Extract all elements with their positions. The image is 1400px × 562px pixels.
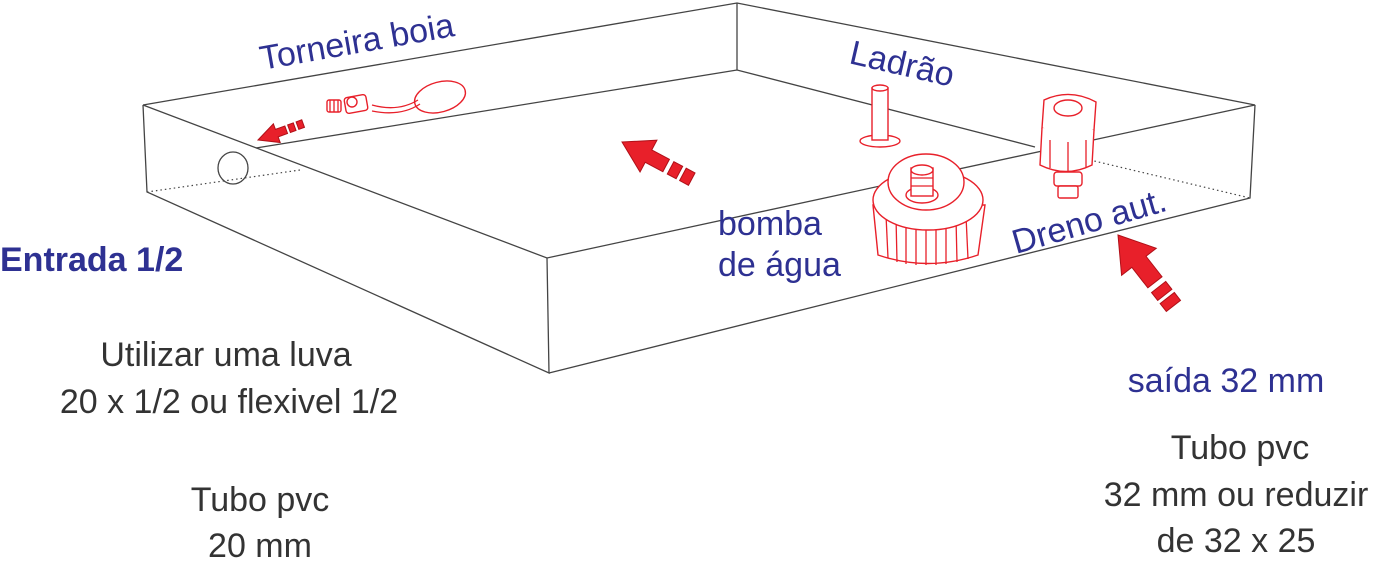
tank-left-wall xyxy=(142,104,550,375)
inlet-hole xyxy=(217,151,249,185)
label-bomba-line2: de água xyxy=(718,246,841,284)
overflow-pipe-icon xyxy=(859,84,901,148)
label-tubo20-line1: Tubo pvc xyxy=(191,481,330,519)
tank-right-wall xyxy=(548,104,1256,374)
label-entrada: Entrada 1/2 xyxy=(0,241,183,279)
label-tubo32-line1: Tubo pvc xyxy=(1171,429,1310,467)
label-luva-line1: Utilizar uma luva xyxy=(100,336,351,374)
center-flow-arrow-icon xyxy=(621,139,696,186)
float-valve-icon xyxy=(326,80,467,115)
tank-box xyxy=(142,2,1256,375)
tank-hidden-bottom-right xyxy=(1089,159,1251,199)
label-luva-line2: 20 x 1/2 ou flexivel 1/2 xyxy=(60,383,398,421)
water-pump-icon xyxy=(872,153,986,265)
label-tubo32-line2: 32 mm ou reduzir xyxy=(1104,476,1369,514)
inlet-arrow-icon xyxy=(256,119,306,144)
label-tubo32-line3: de 32 x 25 xyxy=(1157,522,1316,560)
label-saida: saída 32 mm xyxy=(1128,362,1325,400)
outlet-arrow-icon xyxy=(1117,234,1182,313)
label-bomba-line1: bomba xyxy=(718,205,822,243)
auto-drain-icon xyxy=(1039,93,1097,199)
label-torneira-boia: Torneira boia xyxy=(257,6,457,78)
label-tubo20-line2: 20 mm xyxy=(208,527,312,562)
